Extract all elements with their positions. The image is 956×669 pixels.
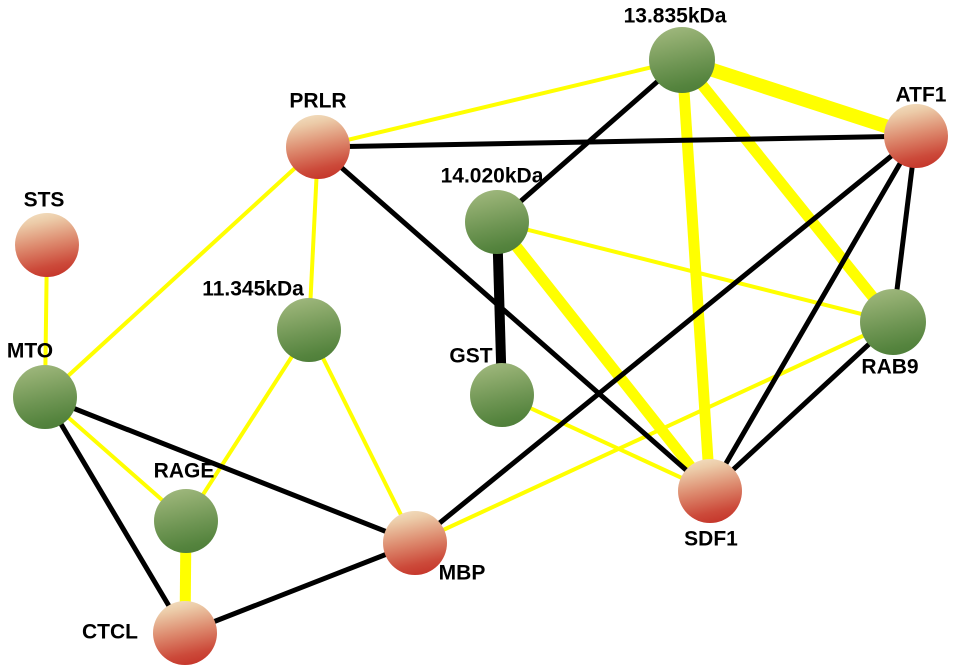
node-PRLR[interactable] — [286, 115, 350, 179]
edge-MTO-PRLR — [43, 145, 320, 399]
node-label-KDA11: 11.345kDa — [202, 277, 304, 301]
edge-KDA11-MBP — [307, 329, 417, 544]
node-KDA13[interactable] — [649, 27, 715, 93]
edge-PRLR-ATF1 — [317, 133, 917, 150]
node-MTO[interactable] — [13, 365, 77, 429]
node-label-SDF1: SDF1 — [684, 527, 738, 551]
node-label-PRLR: PRLR — [289, 89, 347, 113]
node-label-GST: GST — [449, 344, 493, 368]
node-label-MTO: MTO — [6, 339, 54, 363]
node-label-RAB9: RAB9 — [861, 355, 919, 379]
node-GST[interactable] — [470, 363, 534, 427]
node-MBP[interactable] — [383, 511, 447, 575]
node-label-ATF1: ATF1 — [895, 83, 947, 107]
node-ATF1[interactable] — [884, 104, 948, 168]
edge-CTCL-MBP — [184, 540, 416, 636]
edge-MTO-MBP — [44, 394, 416, 546]
node-label-STS: STS — [23, 188, 65, 212]
node-KDA11[interactable] — [277, 298, 341, 362]
node-STS[interactable] — [15, 213, 79, 277]
node-label-KDA14: 14.020kDa — [440, 164, 544, 188]
node-label-CTCL: CTCL — [82, 620, 138, 644]
node-label-RAGE: RAGE — [153, 459, 215, 483]
node-RAGE[interactable] — [154, 489, 218, 553]
node-RAB9[interactable] — [860, 289, 926, 355]
edge-RAB9-SDF1 — [708, 320, 895, 493]
node-label-KDA13: 13.835kDa — [623, 4, 727, 28]
node-SDF1[interactable] — [678, 459, 742, 523]
node-KDA14[interactable] — [465, 190, 529, 254]
node-CTCL[interactable] — [153, 601, 217, 665]
node-label-MBP: MBP — [438, 561, 486, 585]
